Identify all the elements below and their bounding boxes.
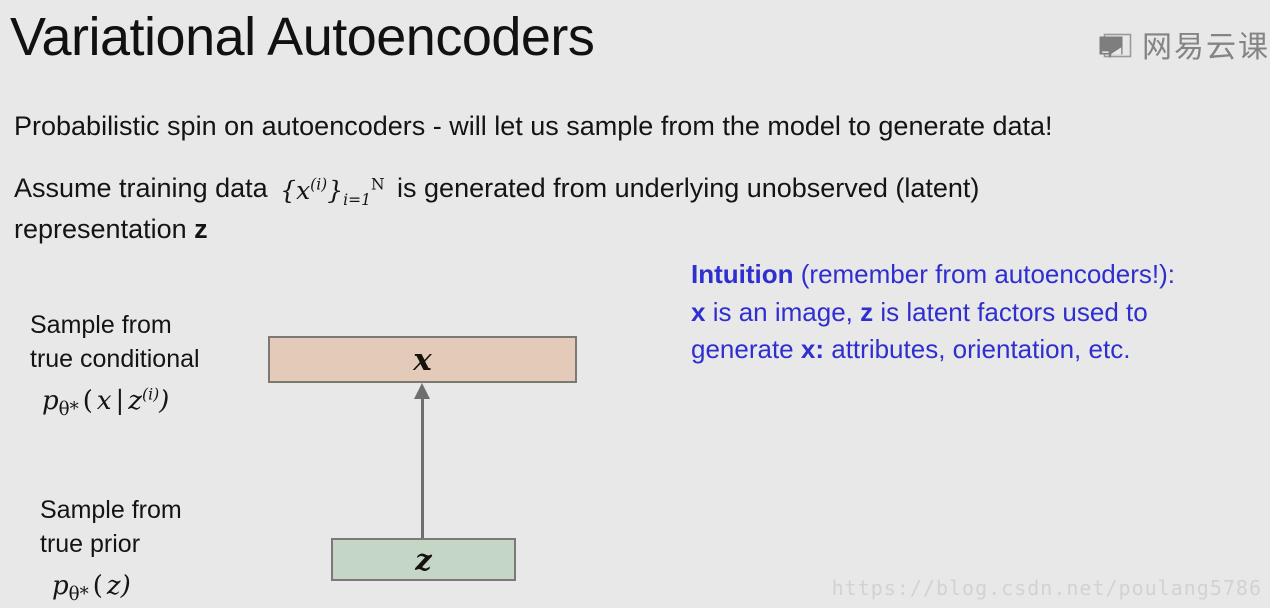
assumption-text-end: representation [14, 213, 187, 244]
annotation-prior-line1: Sample from [40, 496, 182, 524]
brace-close: } [327, 176, 344, 205]
annotation-true-conditional: Sample from true conditional pθ*(x|z(i)) [30, 309, 200, 423]
intuition-line3-rest: attributes, orientation, etc. [831, 334, 1131, 365]
math-superscript-i: (i) [310, 175, 328, 194]
annotation-prior-line2: true prior [40, 529, 141, 558]
intuition-heading: Intuition [691, 259, 794, 289]
formula-cond-x: x [96, 386, 112, 416]
formula-prior-paren-close: ) [120, 571, 131, 601]
brand-logo: 网易云课 [1098, 33, 1270, 63]
formula-prior-paren-open: ( [92, 571, 103, 601]
brand-name: 网易云课 [1142, 30, 1270, 65]
intuition-heading-rest: (remember from autoencoders!): [800, 259, 1175, 289]
formula-cond-z: z [128, 386, 142, 416]
assumption-text-pre: Assume training data [14, 173, 268, 203]
page-title: Variational Autoencoders [10, 7, 595, 67]
generation-arrow-head [414, 383, 430, 399]
open-book-screen-icon [1098, 33, 1132, 63]
brace-open: { [280, 176, 297, 205]
intuition-line2-mid: is an image, [712, 296, 853, 327]
intuition-z-symbol: z [860, 296, 874, 327]
intuition-line3-pre: generate [691, 334, 794, 365]
training-set-notation: {x(i)}i=1N [275, 174, 389, 211]
formula-cond-superscript-i: (i) [142, 385, 160, 404]
formula-cond-paren-open: ( [82, 386, 93, 416]
intuition-x-symbol: x [691, 296, 706, 327]
formula-cond-paren-close: ) [159, 386, 170, 416]
math-subscript-i-equals-1: i=1 [343, 191, 371, 209]
formula-prior-theta-star: θ* [68, 584, 89, 606]
formula-prior: pθ*(z) [52, 569, 182, 608]
intuition-line2-rest: is latent factors used to [880, 296, 1148, 327]
annotation-cond-line2: true conditional [30, 344, 200, 373]
watermark-url: https://blog.csdn.net/poulang5786 [831, 576, 1262, 600]
formula-prior-z: z [106, 571, 121, 601]
formula-conditional: pθ*(x|z(i)) [42, 384, 200, 423]
latent-variable-z-label: z [194, 213, 208, 244]
formula-prior-p: p [52, 571, 69, 601]
generation-arrow-line [421, 397, 424, 538]
intro-paragraph: Probabilistic spin on autoencoders - wil… [14, 111, 1053, 141]
annotation-true-prior: Sample from true prior pθ*(z) [40, 494, 182, 608]
diagram-node-x: x [268, 336, 577, 383]
diagram-node-z: z [331, 538, 516, 581]
formula-cond-given-bar: | [115, 386, 125, 416]
annotation-cond-line1: Sample from [30, 311, 172, 339]
intuition-callout: Intuition (remember from autoencoders!):… [691, 256, 1270, 369]
math-superscript-N: N [370, 175, 385, 194]
assumption-text-mid: is generated from underlying unobserved … [397, 173, 980, 203]
math-base-x: x [296, 176, 311, 205]
formula-cond-p: p [42, 386, 59, 416]
intuition-x-colon-symbol: x: [800, 334, 825, 365]
formula-cond-theta-star: θ* [58, 399, 79, 421]
assumption-paragraph: Assume training data {x(i)}i=1N is gener… [14, 170, 1194, 247]
